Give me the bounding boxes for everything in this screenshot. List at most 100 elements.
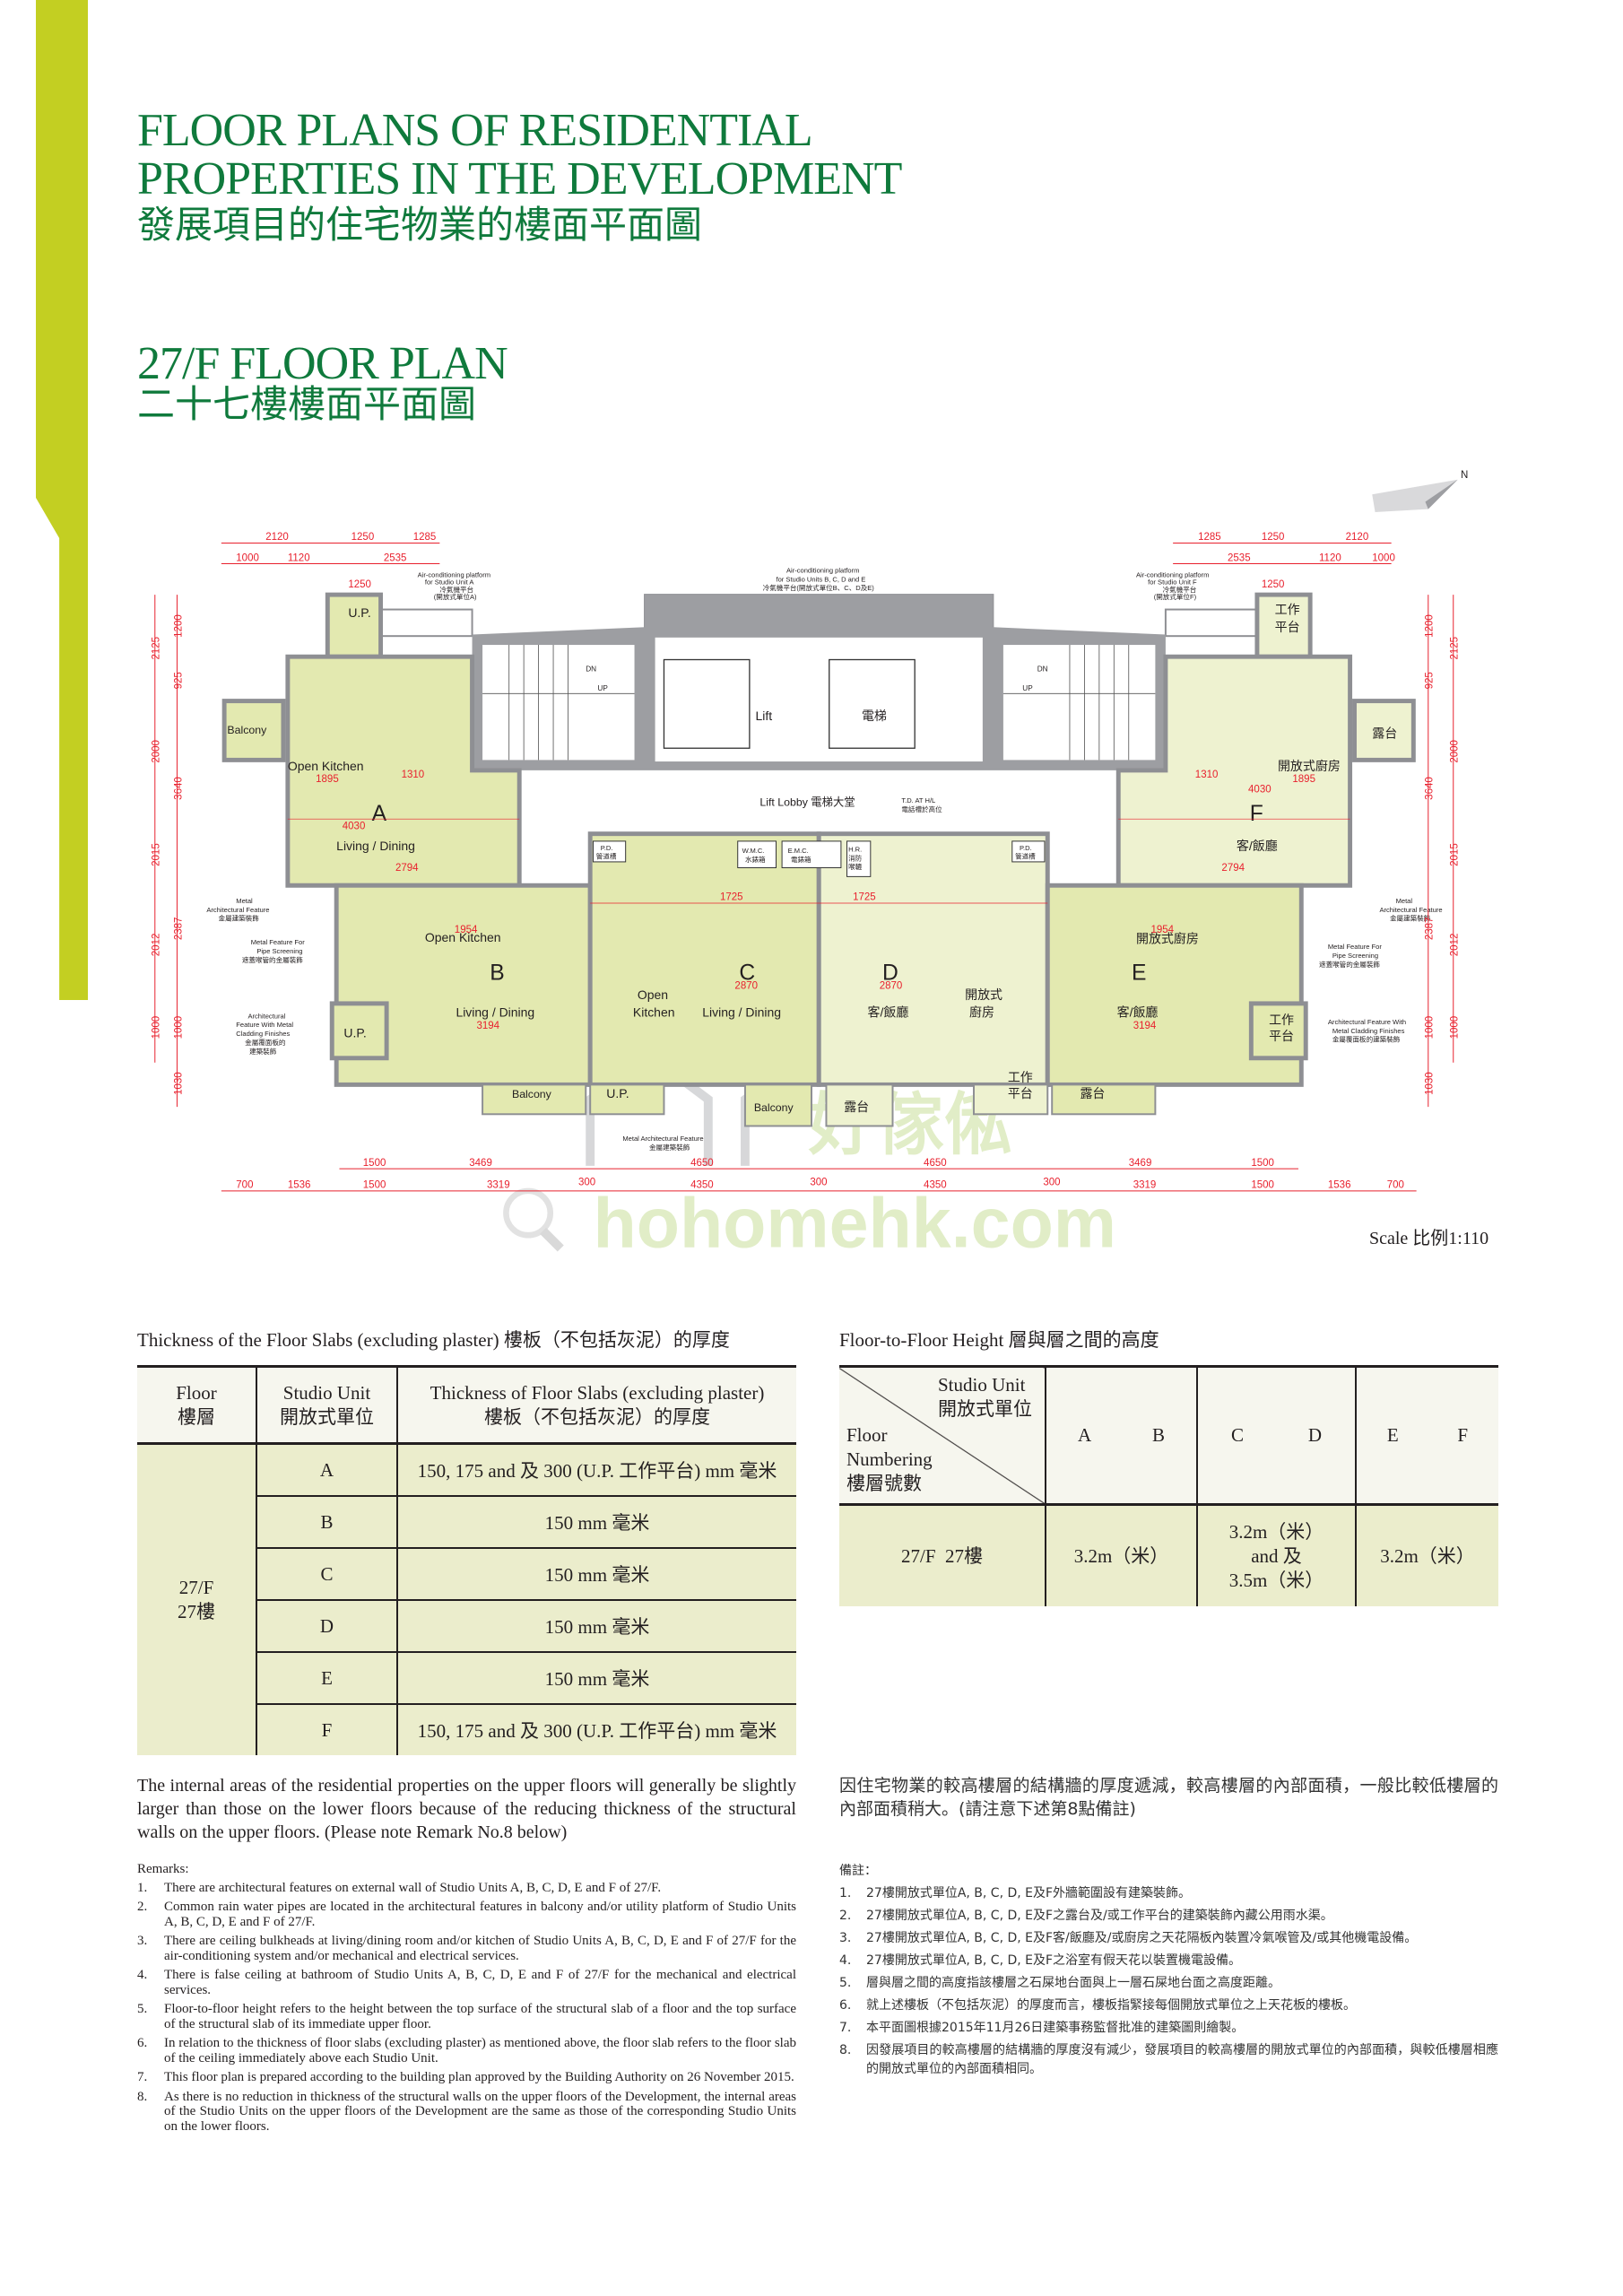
unit-c-up-label: U.P.	[606, 1086, 629, 1100]
unit-f-balcony-label: 露台	[1372, 726, 1397, 741]
unit-f-up-label-2: 平台	[1275, 620, 1300, 634]
remark-text: Floor-to-floor height refers to the heig…	[164, 2002, 796, 2031]
plan-mark	[540, 1227, 564, 1252]
ac-bcde-note-3: 冷氣機平台(開放式單位B、C、D及E)	[763, 583, 875, 592]
hr-label-zh-2: 喉轆	[848, 862, 863, 871]
height-cell-cd-3: 3.5m（米）	[1228, 1569, 1324, 1591]
unit-f-kitchen: 開放式廚房	[1278, 759, 1341, 773]
remark-number: 6.	[137, 2036, 148, 2050]
metal-feature-left-3: 金屬建築裝飾	[219, 914, 260, 923]
unit-header: E	[1386, 1424, 1399, 1446]
remark-number: 2.	[839, 1909, 852, 1923]
emc-label: E.M.C.	[788, 847, 809, 855]
pd-label-right: P.D.	[1020, 844, 1032, 852]
unit-b-up	[329, 1001, 389, 1061]
pipe-screen-right-2: Pipe Screening	[1332, 952, 1378, 960]
remark-item: 6.In relation to the thickness of floor …	[137, 2036, 796, 2066]
dim-label: 4350	[924, 1180, 947, 1191]
dim-label: 2387	[1425, 918, 1436, 941]
dim-label: 1000	[1372, 552, 1395, 563]
scale-label: Scale 比例1:110	[1369, 1229, 1489, 1248]
metal-feature-right-3: 金屬建築裝飾	[1390, 914, 1431, 923]
dim-label: 1000	[1450, 1016, 1461, 1039]
unit-d-living: 客/飯廳	[868, 1005, 909, 1020]
dim-label: 3194	[476, 1021, 499, 1031]
remarks-en: Remarks: 1.There are architectural featu…	[137, 1862, 796, 2138]
unit-d-up-label-2: 平台	[1008, 1086, 1033, 1100]
plan-mark	[592, 840, 627, 863]
dim-label: 2870	[880, 980, 903, 991]
td-label: T.D. AT H/L	[901, 796, 935, 804]
cladding-left-1: Architectural	[247, 1012, 285, 1020]
core: DN UP DN UP Lift 電梯 Lift Lobby 電梯大堂 T.D.…	[472, 595, 1166, 813]
unit-d-balcony-label: 露台	[844, 1100, 869, 1114]
units	[221, 592, 1416, 1127]
cladding-left-2: Feature With Metal	[236, 1021, 293, 1029]
height-cell-ef: 3.2m（米）	[1355, 1504, 1498, 1606]
plan-mark	[1372, 479, 1458, 512]
unit-d-balcony	[825, 1083, 894, 1127]
dim-label: 1536	[288, 1180, 311, 1191]
pipe-screen-left-1: Metal Feature For	[251, 938, 305, 946]
remark-item-zh: 1.27樓開放式單位A, B, C, D, E及F外牆範圍設有建築裝飾。	[839, 1884, 1498, 1903]
dim-label: 1030	[1425, 1072, 1436, 1095]
remark-number: 1.	[839, 1886, 852, 1900]
plan-mark	[1425, 479, 1458, 509]
corner-numbering: Numbering	[846, 1448, 933, 1470]
remark-item-zh: 5.層與層之間的高度指該樓層之石屎地台面與上一層石屎地台面之高度距離。	[839, 1974, 1498, 1993]
metal-feature-right-1: Metal	[1396, 897, 1413, 905]
floor-cell-zh: 27樓	[178, 1601, 215, 1622]
dim-label: 4030	[1248, 785, 1271, 796]
dim-label: 1725	[853, 892, 876, 903]
plan-mark	[1002, 645, 1156, 761]
remark-number: 5.	[137, 2002, 148, 2016]
metal-feature-left-2: Architectural Feature	[206, 906, 269, 914]
dim-label: 1895	[316, 774, 339, 785]
unit-cell: A	[256, 1443, 397, 1497]
cladding-right-3: 金屬覆面板的建築裝飾	[1332, 1035, 1401, 1044]
remark-item-zh: 3.27樓開放式單位A, B, C, D, E及F客/飯廳及/或廚房之天花隔板內…	[839, 1929, 1498, 1948]
cladding-left-3: Cladding Finishes	[236, 1030, 290, 1038]
dim-label: 2000	[152, 740, 162, 763]
dim-label: 1725	[720, 892, 743, 903]
pipe-screen-left-3: 遮蓋喉管的金屬裝飾	[242, 955, 303, 964]
unit-e-balcony	[1051, 1083, 1157, 1116]
unit-a-up	[325, 592, 384, 659]
dim-label: 1200	[173, 614, 184, 638]
dim-label: 1500	[1251, 1180, 1274, 1191]
dimension-labels: 2120 1250 1285 1000 1120 2535 1250 1285 …	[152, 532, 1461, 1190]
corner-unit-zh: 開放式單位	[938, 1398, 1032, 1420]
dim-label: 925	[173, 672, 184, 689]
dim-label: 1250	[1262, 532, 1285, 543]
dim-label: 1120	[1319, 552, 1341, 563]
dim-label: 2012	[152, 934, 162, 957]
dim-label: 1285	[413, 532, 437, 543]
remark-item: 8.As there is no reduction in thickness …	[137, 2090, 796, 2135]
dim-label: 1250	[352, 532, 375, 543]
thickness-cell: 150 mm 毫米	[396, 1548, 796, 1601]
thickness-cell: 150, 175 and 及 300 (U.P. 工作平台) mm 毫米	[396, 1704, 796, 1755]
remark-item-zh: 8.因發展項目的較高樓層的結構牆的厚度沒有減少，發展項目的較高樓層的開放式單位的…	[839, 2041, 1498, 2079]
dim-label: 2870	[734, 980, 758, 991]
dim-label: 1500	[1251, 1158, 1274, 1169]
dim-label: 300	[578, 1177, 595, 1187]
lift-label-zh: 電梯	[862, 709, 887, 723]
dim-label: 3319	[1133, 1180, 1157, 1191]
lift-label: Lift	[755, 709, 772, 723]
corner-unit: Studio Unit	[938, 1374, 1026, 1396]
thickness-cell: 150 mm 毫米	[396, 1600, 796, 1653]
dim-label: 700	[1387, 1180, 1404, 1191]
ac-platform-a	[379, 608, 473, 638]
dim-label: 1250	[348, 579, 371, 590]
remark-number: 4.	[137, 1968, 148, 1982]
remark-text: 因發展項目的較高樓層的結構牆的厚度沒有減少，發展項目的較高樓層的開放式單位的內部…	[866, 2043, 1498, 2076]
unit-a-balcony	[221, 699, 286, 762]
lift-2	[829, 658, 916, 749]
ac-f-note-3: 冷氣機平台	[1163, 585, 1197, 594]
floor-plan-title-zh: 二十七樓樓面平面圖	[137, 385, 477, 426]
metal-feature-bottom-1: Metal Architectural Feature	[622, 1135, 703, 1143]
dim-label: 1954	[1150, 925, 1174, 935]
remark-item: 4.There is false ceiling at bathroom of …	[137, 1968, 796, 1997]
unit-cell: F	[256, 1704, 397, 1755]
